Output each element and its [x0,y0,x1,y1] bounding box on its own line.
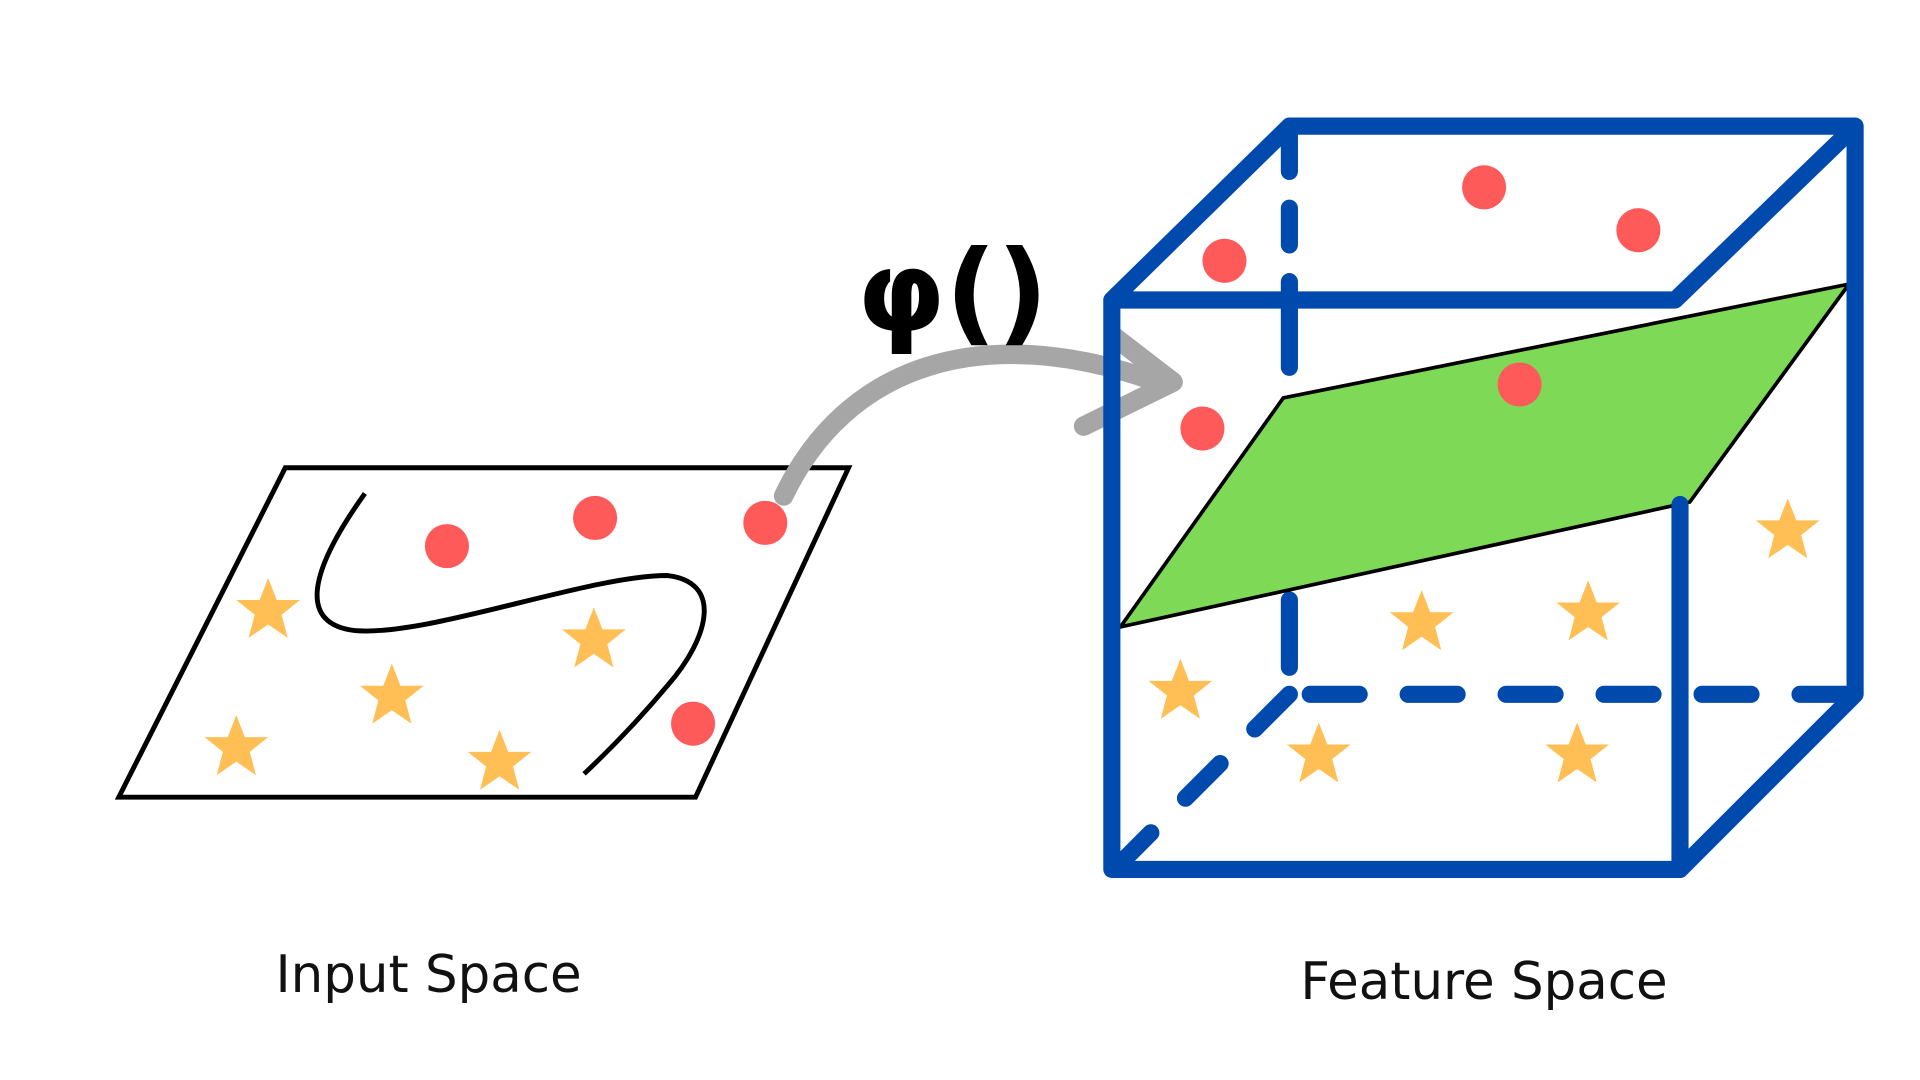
input-circles [424,495,788,746]
input-space-plane [114,465,853,800]
feature-space-label: Feature Space [1300,952,1667,1012]
mapping-function-label: φ() [857,226,1048,358]
input-space-label: Input Space [276,945,582,1005]
feature-circles [1180,165,1661,451]
feature-space-cube [1111,126,1864,872]
decision-curve [314,492,707,776]
cube-edges [1103,117,1864,878]
separating-hyperplane [1116,281,1854,630]
